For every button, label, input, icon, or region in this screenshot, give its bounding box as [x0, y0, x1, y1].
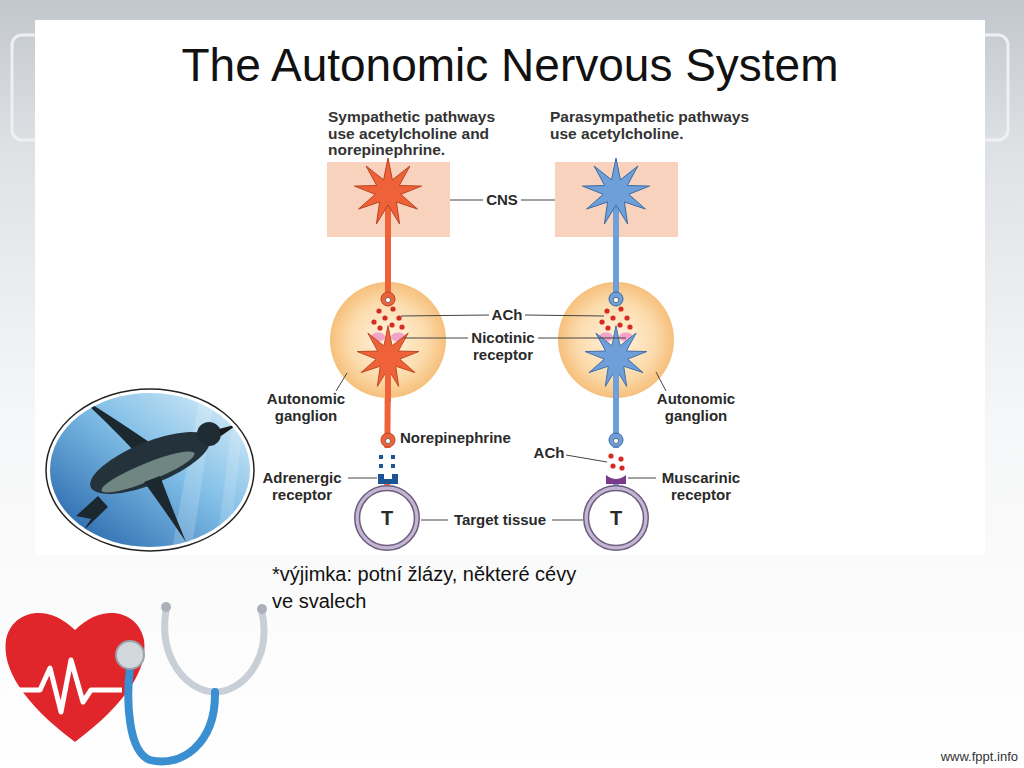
chest-piece [116, 641, 144, 669]
label-text: www.fppt.info [880, 749, 1018, 764]
light-ray [215, 400, 245, 560]
target-circle-rim [355, 486, 420, 551]
leader-lines [336, 200, 666, 520]
penguin-body [83, 420, 217, 507]
heart-icon [6, 613, 145, 742]
axon [385, 366, 391, 402]
penguin-head [197, 422, 221, 446]
cns-box [327, 162, 450, 237]
target-node: T [354, 485, 420, 551]
nicotinic-receptor [619, 333, 633, 342]
penguin-feet [76, 496, 108, 531]
label-text: Parasympathetic pathways use acetylcholi… [550, 109, 768, 142]
neuron-body [357, 326, 419, 387]
node-outline [330, 282, 446, 398]
nicotinic-receptor [391, 333, 405, 342]
label-text: CNS [477, 191, 527, 208]
ach-molecules [599, 306, 632, 330]
axon-connector [613, 398, 619, 485]
content-panel [35, 20, 985, 555]
node-heading: Autonomic ganglion [258, 390, 354, 424]
photo-frame [46, 389, 254, 551]
nicotinic-receptor [599, 333, 613, 342]
axon-terminal [381, 292, 395, 306]
axon-terminal [609, 292, 623, 306]
slide-title: The Autonomic Nervous System [35, 38, 985, 92]
sympathetic-pathway [355, 158, 422, 484]
penguin-beak [219, 424, 238, 436]
label-text: Norepinephrine [400, 429, 530, 446]
ach-molecules [371, 306, 404, 330]
target-circle-rim [584, 486, 649, 551]
stethoscope-tube [128, 668, 215, 762]
stethoscope-tube [165, 610, 264, 692]
neuron-body [583, 158, 650, 224]
synaptic-cleft [606, 448, 626, 482]
parasympathetic-pathway [583, 158, 650, 484]
muscarinic-receptor [606, 475, 626, 484]
axon-terminal [609, 433, 623, 447]
heart-stethoscope-logo [6, 602, 267, 762]
label-text: ACh [527, 444, 571, 461]
vesicle [613, 438, 618, 443]
ganglion-circle [330, 282, 446, 398]
vesicle [613, 297, 618, 302]
node-heading: Autonomic ganglion [648, 390, 744, 424]
label-text: Muscarinic receptor [654, 469, 748, 503]
node-heading: T [583, 485, 649, 551]
label-text: Target tissue [445, 511, 555, 528]
synaptic-cleft [378, 448, 398, 482]
axon [385, 204, 391, 294]
cns-box [555, 162, 678, 237]
neuron-body [355, 158, 422, 224]
ganglion-node: Autonomic ganglion [558, 282, 674, 398]
light-ray [170, 395, 215, 560]
ach-molecules [608, 453, 624, 470]
penguin-flipper [144, 476, 186, 542]
label-text: ACh [485, 306, 529, 323]
ganglion-node: Autonomic ganglion [330, 282, 446, 398]
ganglion-circle [558, 282, 674, 398]
label-text: Adrenergic receptor [255, 469, 349, 503]
axon-connector [384, 398, 390, 485]
label-text: Nicotinic receptor [465, 329, 541, 363]
ear-tip [161, 602, 171, 612]
label-text: Sympathetic pathways use acetylcholine a… [328, 109, 520, 159]
note-caption: *výjimka: potní žlázy, některé cévy ve s… [272, 561, 590, 615]
penguin-flipper [78, 396, 152, 452]
vesicle [385, 438, 390, 443]
axon [613, 204, 619, 294]
vesicle [385, 297, 390, 302]
ear-tip [257, 604, 267, 614]
adrenergic-receptor [378, 474, 398, 484]
nicotinic-receptor [371, 333, 385, 342]
norepinephrine-molecules [379, 455, 395, 468]
penguin-photo [46, 389, 254, 560]
ecg-line [14, 660, 122, 712]
node-heading: T [354, 485, 420, 551]
axon-terminal [381, 433, 395, 447]
penguin-belly [98, 445, 197, 499]
neuron-body [585, 326, 647, 387]
target-node: T [583, 485, 649, 551]
node-outline [558, 282, 674, 398]
axon [613, 366, 619, 402]
